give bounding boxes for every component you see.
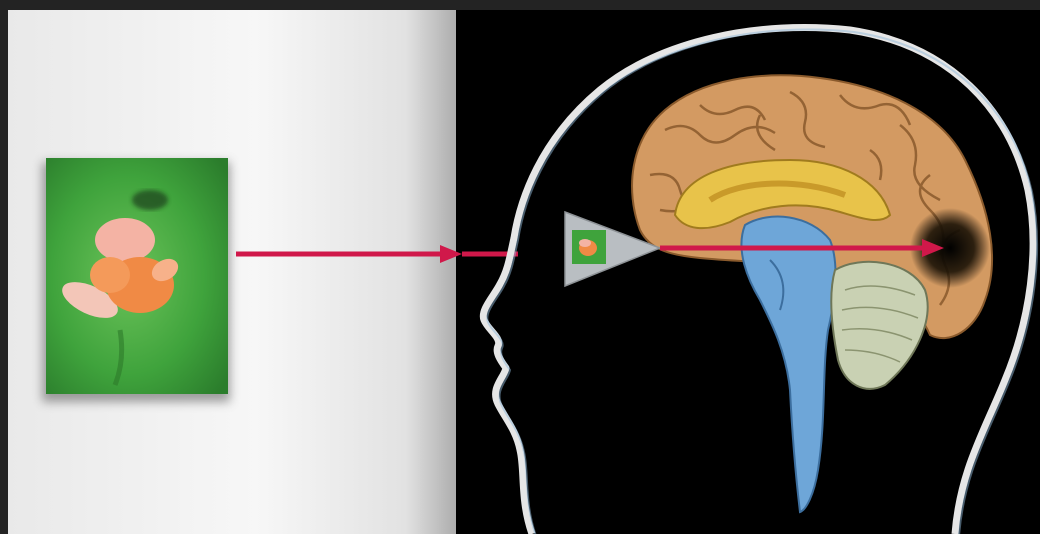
flower-photo-icon (46, 158, 228, 394)
